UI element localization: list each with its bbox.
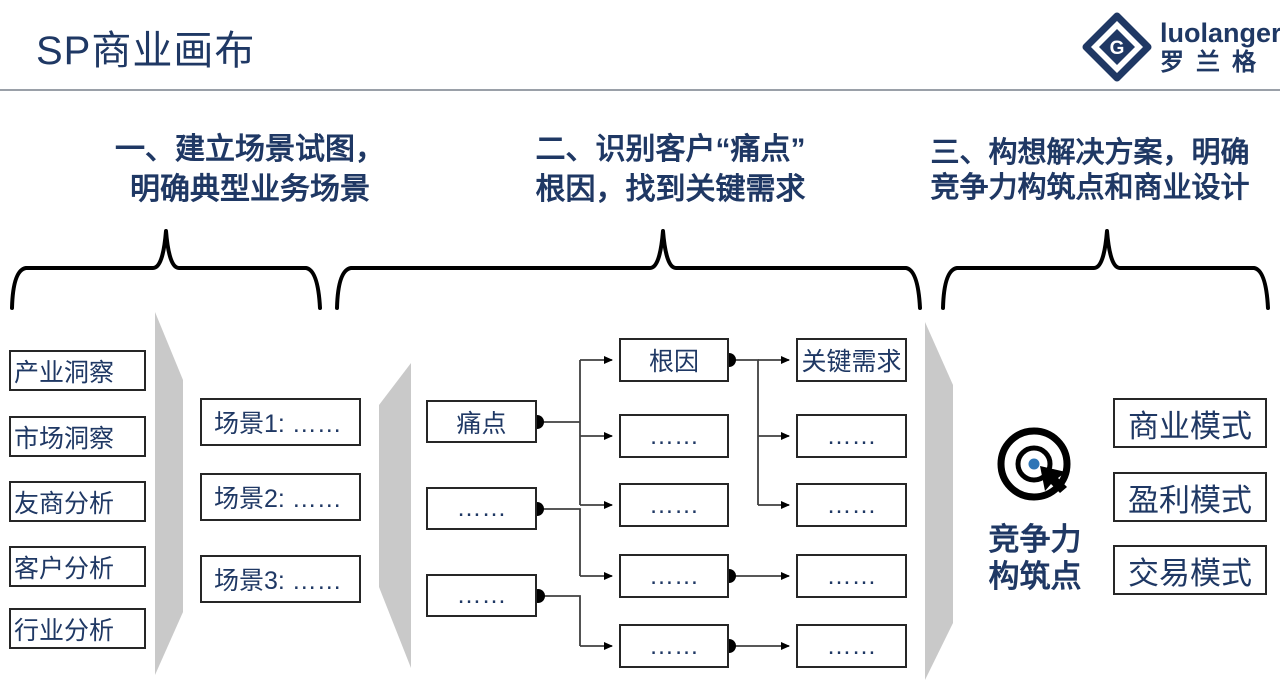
insight-box-market: 市场洞察 — [9, 416, 146, 457]
section-1-line-2: 明确典型业务场景 — [130, 173, 370, 206]
funnel-shape-1 — [155, 312, 183, 675]
scenario-box-1: 场景1: …… — [200, 398, 361, 446]
scenario-box-2: 场景2: …… — [200, 473, 361, 521]
insight-box-competitor: 友商分析 — [9, 481, 146, 522]
section-1-line-1: 一、建立场景试图， — [115, 133, 385, 166]
key-need-box: …… — [796, 414, 907, 458]
target-cursor-icon — [997, 427, 1071, 501]
logo: G luolanger 罗兰格 — [1082, 12, 1280, 82]
competitiveness-label-line-2: 构筑点 — [988, 559, 1082, 594]
root-cause-box: …… — [619, 483, 729, 527]
section-header-2: 二、识别客户“痛点” 根因，找到关键需求 — [468, 130, 873, 210]
insight-box-sector: 行业分析 — [9, 608, 146, 649]
diamond-logo-icon: G — [1082, 12, 1152, 82]
root-cause-box: …… — [619, 624, 729, 668]
logo-name-cn: 罗兰格 — [1160, 48, 1268, 76]
transaction-mode-box: 交易模式 — [1113, 545, 1267, 595]
insight-box-industry: 产业洞察 — [9, 350, 146, 391]
funnel-shape-3 — [925, 322, 953, 680]
root-cause-box: …… — [619, 554, 729, 598]
section-header-3: 三、构想解决方案，明确 竞争力构筑点和商业设计 — [898, 136, 1280, 206]
logo-name-latin: luolanger — [1160, 18, 1280, 49]
pain-point-box: …… — [426, 487, 537, 530]
brace-section-3 — [941, 229, 1270, 310]
page-title: SP商业画布 — [36, 29, 256, 73]
competitiveness-label-line-1: 竞争力 — [988, 522, 1082, 557]
competitiveness-label: 竞争力 构筑点 — [960, 521, 1110, 595]
section-2-line-2: 根因，找到关键需求 — [535, 173, 806, 206]
key-need-box: …… — [796, 554, 907, 598]
root-cause-box: 根因 — [619, 338, 729, 382]
logo-text: luolanger 罗兰格 — [1160, 19, 1280, 75]
pain-point-box: 痛点 — [426, 400, 537, 443]
key-need-box: 关键需求 — [796, 338, 907, 382]
insight-box-customer: 客户分析 — [9, 546, 146, 587]
key-need-box: …… — [796, 624, 907, 668]
section-3-line-1: 三、构想解决方案，明确 — [930, 137, 1250, 169]
svg-text:G: G — [1110, 38, 1125, 59]
section-header-1: 一、建立场景试图， 明确典型业务场景 — [55, 130, 445, 210]
section-2-line-1: 二、识别客户“痛点” — [535, 133, 806, 166]
key-need-box: …… — [796, 483, 907, 527]
funnel-shape-2 — [379, 363, 411, 668]
section-3-line-2: 竞争力构筑点和商业设计 — [930, 172, 1250, 204]
business-mode-box: 商业模式 — [1113, 398, 1267, 448]
root-cause-box: …… — [619, 414, 729, 458]
header-divider — [0, 89, 1280, 91]
brace-section-2 — [335, 229, 922, 310]
connector-lines — [537, 356, 790, 650]
brace-section-1 — [10, 229, 322, 310]
scenario-box-3: 场景3: …… — [200, 555, 361, 603]
profit-mode-box: 盈利模式 — [1113, 472, 1267, 522]
pain-point-box: …… — [426, 574, 537, 617]
